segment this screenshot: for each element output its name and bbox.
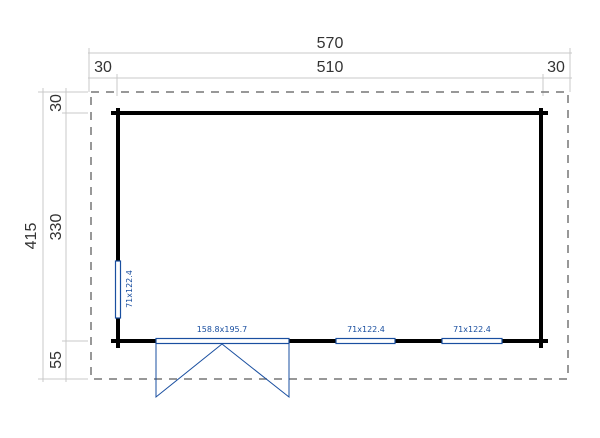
top-overhang-label: 30 (48, 94, 65, 112)
front-window-2-label: 71x122.4 (453, 325, 491, 334)
horizontal-dimensions: 570 30 510 30 (88, 35, 572, 96)
overall-width-label: 570 (317, 35, 344, 52)
door-frame (155, 337, 290, 345)
front-window-2 (441, 337, 503, 345)
roof-outline (90, 91, 569, 380)
door-label: 158.8x195.7 (197, 325, 248, 334)
inner-depth-label: 330 (48, 214, 65, 241)
front-overhang-label: 55 (48, 351, 65, 369)
walls (111, 108, 548, 348)
left-overhang-label: 30 (94, 59, 112, 76)
overall-depth-label: 415 (23, 223, 40, 250)
door (155, 337, 290, 399)
front-window-1 (335, 337, 396, 345)
left-window (114, 260, 122, 319)
door-swing (155, 343, 290, 399)
left-window-label: 71x122.4 (125, 270, 134, 308)
inner-width-label: 510 (317, 59, 344, 76)
vertical-dimensions: 415 30 330 55 (23, 88, 88, 382)
front-window-1-label: 71x122.4 (347, 325, 385, 334)
right-overhang-label: 30 (547, 59, 565, 76)
